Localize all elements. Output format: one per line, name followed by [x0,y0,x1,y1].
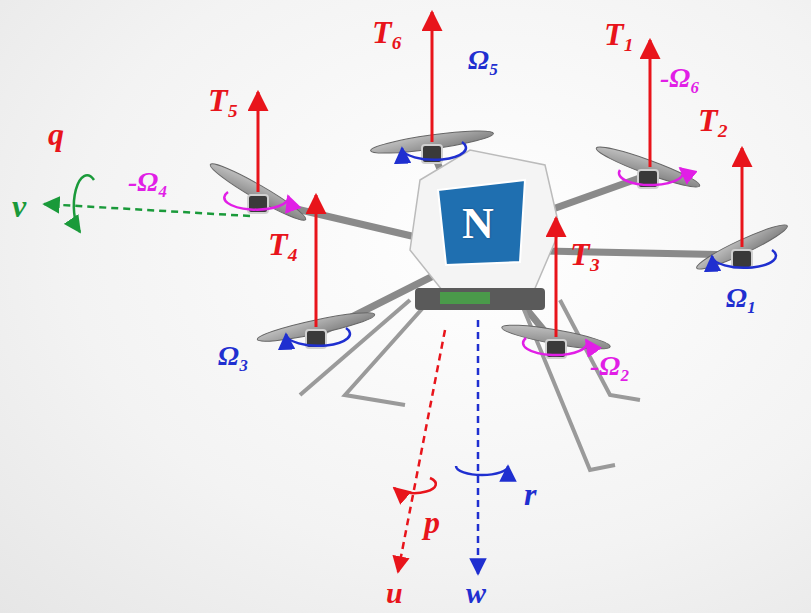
logo-letter: N [462,202,494,246]
thrust-arrow [258,12,742,337]
rotor-speed-label: -Ω₂ [590,352,630,380]
rotor-speed-label: Ω₃ [218,342,249,370]
propeller [207,126,790,353]
body [410,150,560,310]
thrust-label: T₁ [604,18,635,50]
axis-rotation-arrow [74,175,508,493]
axis-label: w [466,578,486,608]
thrust-label: T₆ [372,16,403,48]
motor [248,145,752,358]
angular-rate-label: p [424,506,440,538]
axis-label: v [12,190,26,222]
rotor-speed-label: Ω₅ [468,46,499,74]
thrust-label: T₃ [570,238,601,270]
thrust-label: T₅ [208,84,239,116]
axis-label: u [386,578,403,608]
body-axis [44,204,478,574]
thrust-label: T₄ [268,228,299,260]
rotor-speed-label: -Ω₆ [660,64,700,92]
rotor-speed-label: -Ω₄ [128,168,168,196]
thrust-label: T₂ [698,104,729,136]
angular-rate-label: q [48,118,64,150]
rotation-arrow [224,142,776,355]
angular-rate-label: r [524,478,536,510]
rotor-speed-label: Ω₁ [726,284,757,312]
